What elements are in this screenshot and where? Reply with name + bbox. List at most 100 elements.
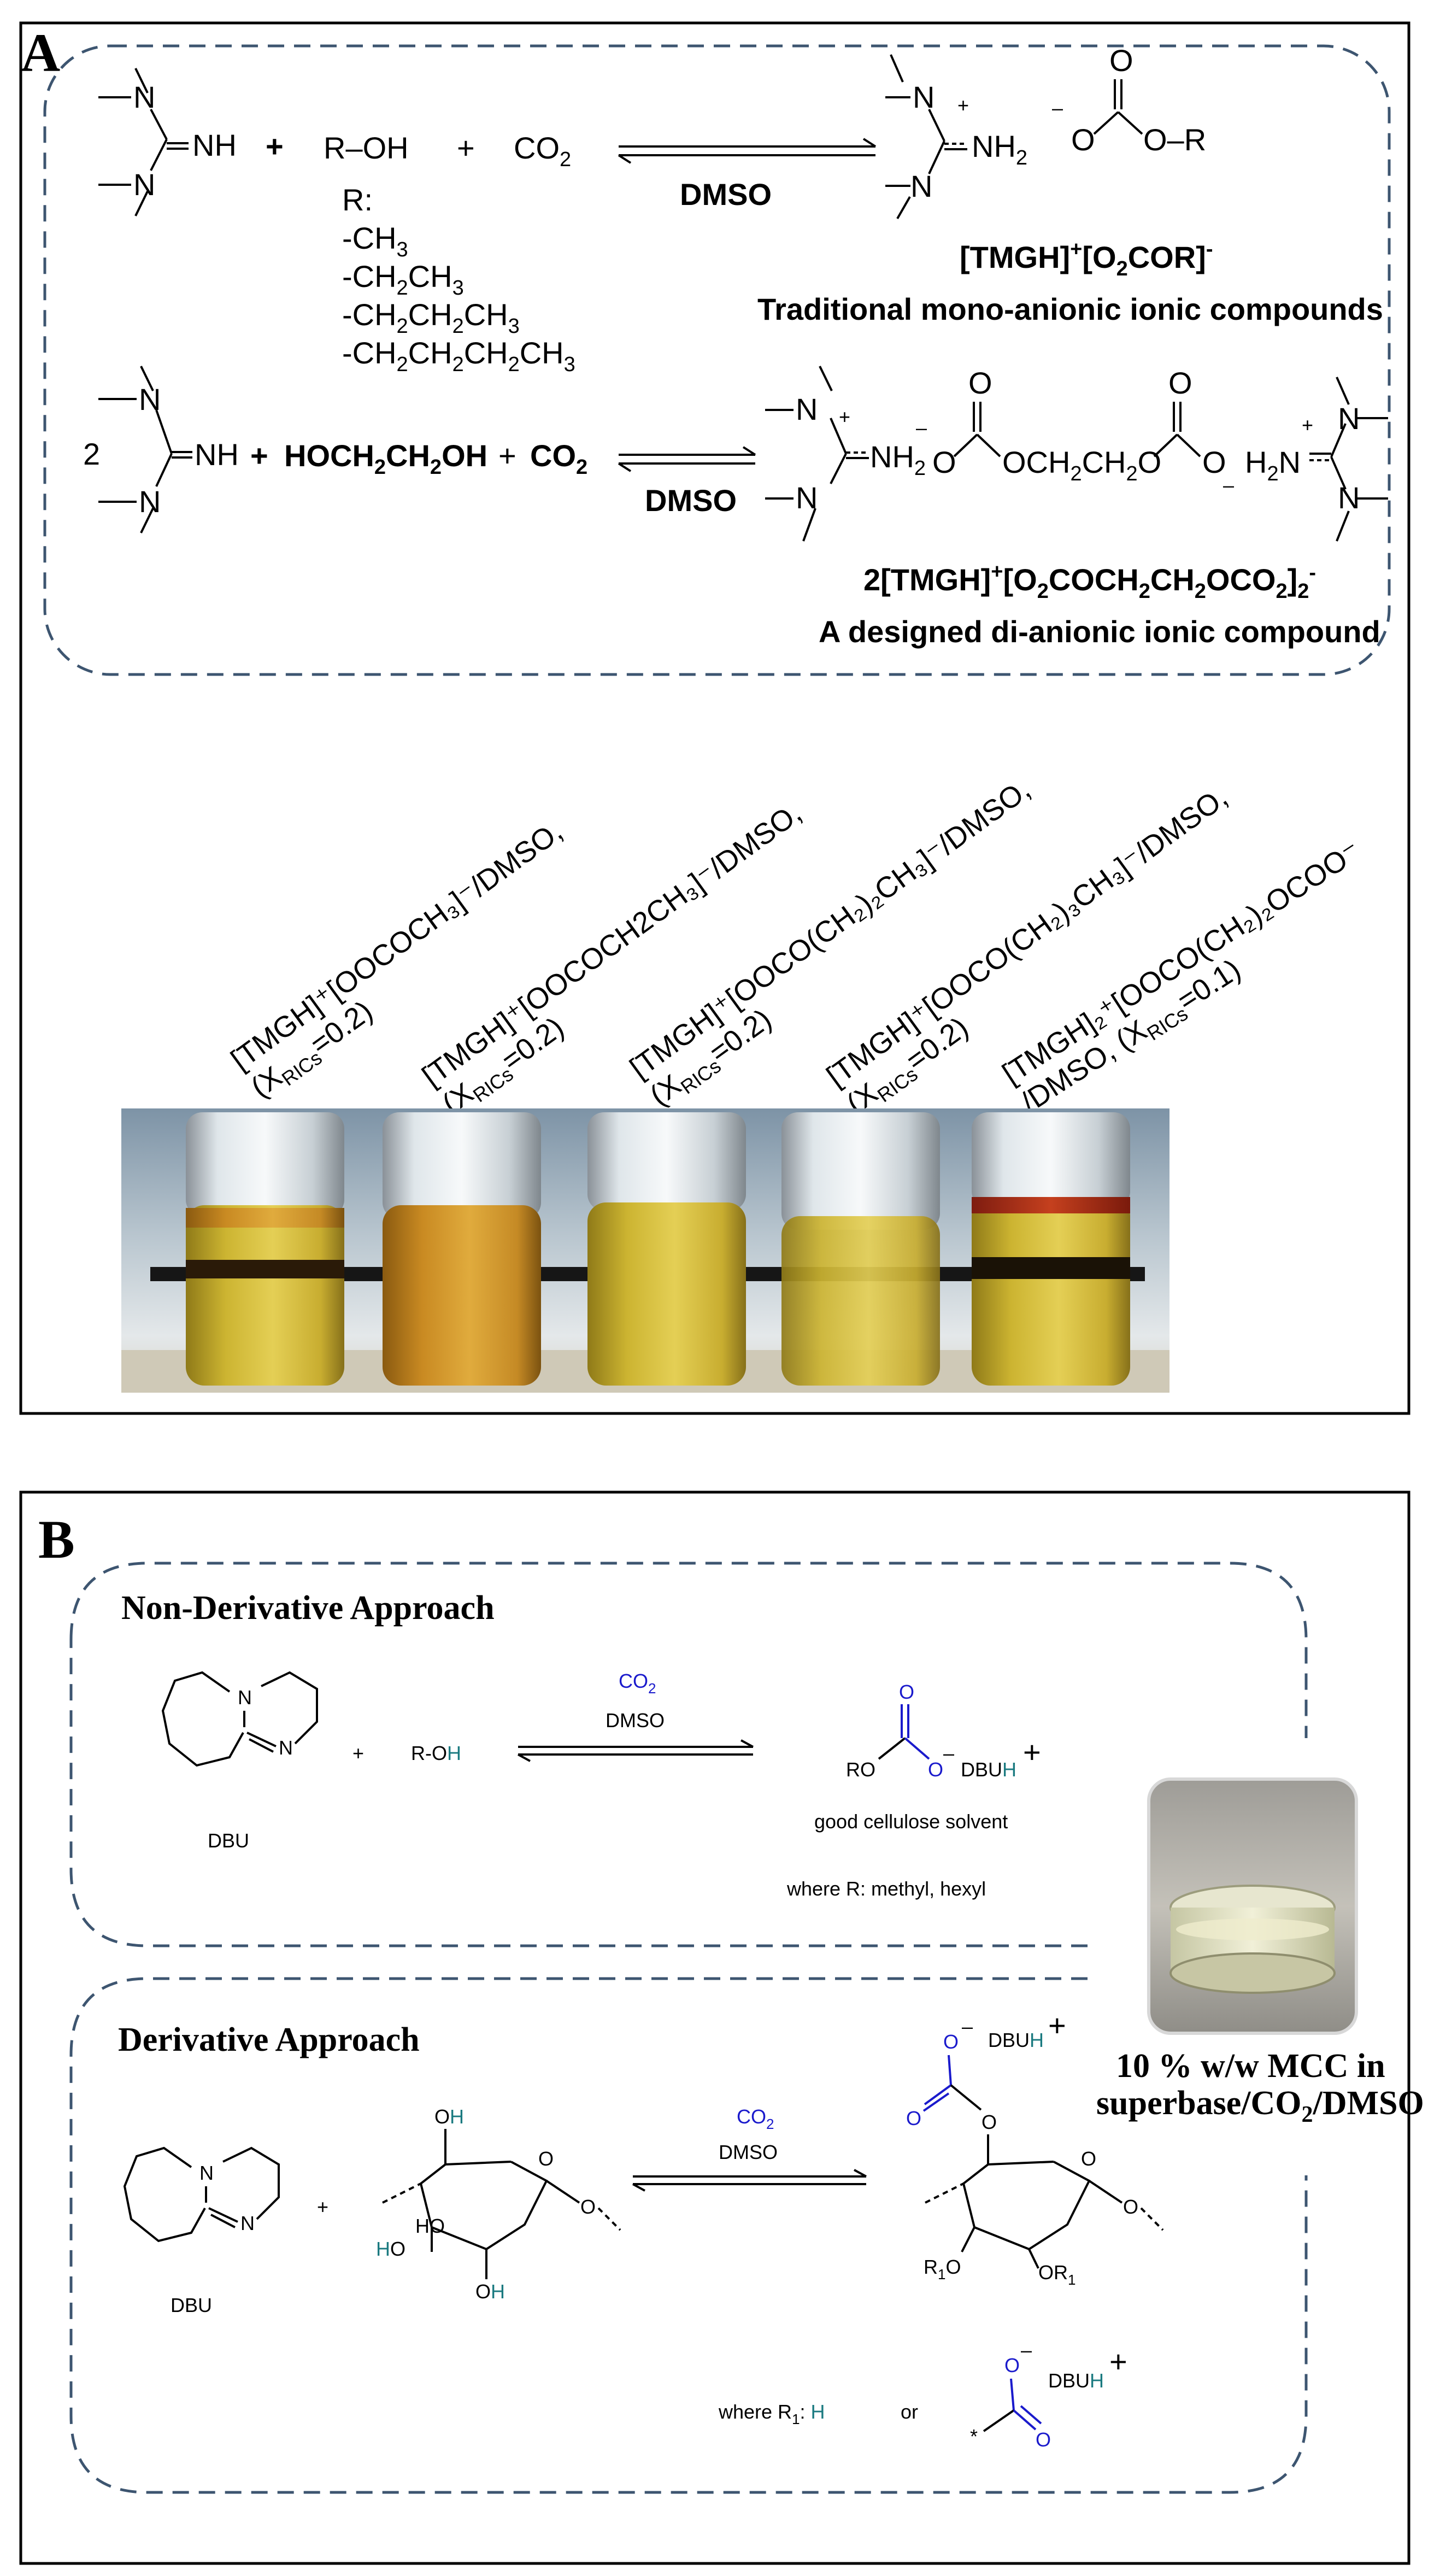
tmgh-n-bottom-1: N [910, 169, 932, 203]
eq2-equilibrium-arrows [618, 446, 756, 472]
dbu2-n-top: N [199, 2162, 214, 2184]
glucose-unit [382, 2129, 621, 2279]
dp-o-link: O [982, 2111, 997, 2133]
r-label: R: [342, 183, 373, 217]
derivative-plus: + [317, 2196, 328, 2218]
nonderivative-dmso: DMSO [606, 1709, 665, 1732]
nd-ro: RO [846, 1758, 875, 1781]
glucose-ho: HO [376, 2238, 405, 2260]
dianion-minus-right: – [1223, 474, 1234, 496]
vial-2 [383, 1112, 541, 1386]
nonderivative-title: Non-Derivative Approach [121, 1589, 495, 1627]
panel-a-dashed-box [43, 44, 1391, 676]
tmgh2-n-top: N [796, 392, 818, 426]
glucose-ho-2: HO [415, 2215, 445, 2237]
derivative-co2: CO2 [737, 2105, 774, 2132]
tmgh2-nh2-left: NH2 [870, 439, 926, 480]
r-group-1: -CH3 [342, 221, 408, 261]
dp-r1o: R1O [924, 2256, 961, 2282]
vials-photo [121, 1108, 1169, 1393]
dbu1-n-bottom: N [279, 1736, 293, 1759]
dianion-o-top-2: O [1168, 366, 1192, 400]
nd-o-top: O [899, 1681, 914, 1703]
tmgh2-h2n-right: H2N [1245, 445, 1301, 485]
dbu1-n-top: N [238, 1686, 252, 1709]
eq1-co2: CO2 [514, 131, 571, 171]
dianion-middle: OCH2CH2O [1002, 445, 1161, 485]
panel-b-label: B [38, 1509, 75, 1570]
eq2-caption: A designed di-anionic ionic compound [819, 614, 1380, 649]
dp-glucose-unit [925, 2134, 1164, 2269]
glucose-ring-o: O [538, 2147, 554, 2170]
nd-where: where R: methyl, hexyl [786, 1877, 986, 1900]
anion-o-left-1: O [1071, 122, 1095, 157]
eq1-plus-2: + [457, 131, 475, 165]
panel-b-frame [19, 1491, 1411, 2565]
eq1-dmso: DMSO [680, 177, 772, 212]
dbu1-label: DBU [208, 1829, 249, 1852]
nonderivative-dashed-box [69, 1562, 1308, 1947]
r-group-2: -CH2CH3 [342, 259, 464, 300]
eq2-plus-1: + [250, 438, 268, 473]
nonderivative-co2: CO2 [619, 1670, 656, 1697]
vial-5 [972, 1112, 1130, 1386]
r-group-3: -CH2CH2CH3 [342, 297, 520, 338]
tmgh-n-top-1: N [913, 80, 935, 114]
tmgh-nh2-1: NH2 [972, 129, 1027, 169]
tmgh2-n-bottom: N [796, 480, 818, 515]
tmg-n-bottom: N [133, 167, 155, 202]
tmgh-structure-2-left [765, 366, 869, 542]
eq1-plus-1: + [266, 129, 284, 163]
dp-or1: OR1 [1038, 2261, 1076, 2288]
dianion-o-end: O [1202, 445, 1226, 479]
nonderivative-roh: R-OH [411, 1742, 461, 1764]
nd-product-caption: good cellulose solvent [814, 1810, 1008, 1833]
dianion-o-link-left: O [932, 445, 956, 479]
nd-dbuh-plus: + [1023, 1735, 1041, 1769]
eq2-co2: CO2 [530, 438, 587, 479]
nonderivative-arrows [518, 1739, 754, 1762]
eq2-product-formula: 2[TMGH]+[O2COCH2CH2OCO2]2- [863, 560, 1316, 603]
mcc-caption-line2: superbase/CO2/DMSO [1096, 2085, 1424, 2127]
dp-ring-o: O [1081, 2147, 1096, 2170]
eq1-equilibrium-arrows [618, 138, 877, 164]
svg-text:[TMGH]⁺[OOCO(CH₂)₂CH₃]⁻/DMSO,: [TMGH]⁺[OOCO(CH₂)₂CH₃]⁻/DMSO, [624, 773, 1036, 1085]
mcc-caption-line1: 10 % w/w MCC in [1116, 2047, 1385, 2085]
nd-dbuh: DBUH [961, 1758, 1016, 1781]
derivative-where: where R1: H [718, 2401, 825, 2427]
dbu2-label: DBU [171, 2294, 212, 2316]
dp-o-end: O [1123, 2196, 1138, 2218]
dianion-bonds [953, 402, 1201, 457]
anion-or-1: O–R [1143, 122, 1206, 157]
eq2-glycol: HOCH2CH2OH [284, 438, 487, 479]
dbu-structure-2 [123, 2146, 280, 2243]
dp-plus: + [1048, 2008, 1066, 2043]
tmgh2-n-right-top: N [1338, 401, 1360, 436]
derivative-arrows [632, 2169, 867, 2192]
tmgh-structure-2-right [1309, 377, 1388, 542]
alt-o: O [1036, 2428, 1051, 2451]
alt-star: * [970, 2425, 978, 2448]
tmg2-n-bottom: N [139, 484, 161, 519]
eq1-caption: Traditional mono-anionic ionic compounds [757, 292, 1383, 326]
glucose-glyco-o: O [580, 2196, 596, 2218]
tmg-structure-1 [98, 68, 189, 216]
derivative-dashed-box [69, 1977, 1308, 2494]
tmgh2-plus-left: + [839, 406, 850, 428]
vial-label-5: [TMGH]₂⁺[OOCO(CH₂)₂OCOO⁻ /DMSO, (XRICs=0… [997, 835, 1367, 1119]
mcc-solution-photo [1147, 1777, 1358, 2035]
derivative-title: Derivative Approach [118, 2021, 420, 2058]
tmg2-n-top: N [139, 382, 161, 416]
dp-carbonate-bonds [922, 2055, 982, 2112]
tmg-n-top: N [133, 80, 155, 114]
dp-dbuh: DBUH [988, 2029, 1044, 2051]
alt-minus: – [1021, 2339, 1032, 2361]
svg-text:[TMGH]₂⁺[OOCO(CH₂)₂OCOO⁻: [TMGH]₂⁺[OOCO(CH₂)₂OCOO⁻ [997, 835, 1367, 1091]
nd-minus: – [943, 1742, 954, 1764]
vial-3 [587, 1112, 746, 1386]
alt-carbonate-bonds [983, 2378, 1042, 2432]
eq2-nh: NH [195, 437, 239, 472]
derivative-or: or [901, 2401, 918, 2423]
anion-minus-1: – [1052, 97, 1063, 119]
